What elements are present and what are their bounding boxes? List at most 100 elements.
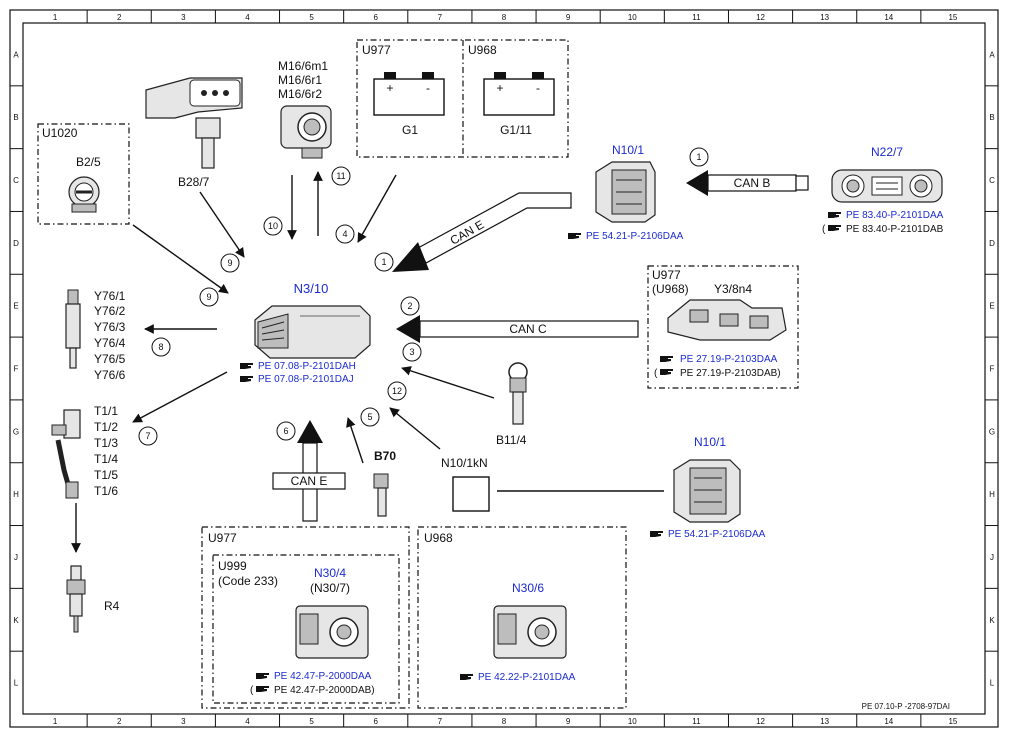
n22-7-ref-1: PE 83.40-P-2101DAA (846, 210, 944, 221)
b70-label: B70 (374, 449, 396, 463)
t1-4-label: T1/4 (94, 452, 118, 466)
arrow-b11-4-to-n3-10 (401, 366, 495, 399)
battery-group-box (356, 39, 569, 158)
n30-4-esp-unit-icon (295, 605, 369, 659)
hand-pointer-icon (660, 369, 673, 375)
grid-row-label: K (13, 616, 19, 625)
m16-6r2-label: M16/6r2 (278, 87, 322, 101)
hand-pointer-icon (568, 233, 581, 239)
can-c-arrowhead (396, 315, 420, 343)
hand-pointer-icon (256, 686, 269, 692)
y76-6-label: Y76/6 (94, 368, 126, 382)
grid-row-label: G (13, 427, 19, 436)
grid-row-label: G (989, 427, 995, 436)
hand-pointer-icon (828, 225, 841, 231)
b2-5-label: B2/5 (76, 155, 101, 169)
grid-row-label: F (14, 365, 19, 374)
grid-column-label: 8 (502, 13, 507, 22)
n10-1-top-ref: PE 54.21-P-2106DAA (586, 231, 684, 242)
grid-column-label: 15 (948, 717, 957, 726)
n22-7-label: N22/7 (871, 145, 903, 159)
y76-2-label: Y76/2 (94, 304, 126, 318)
y3-8n4-ref-1: PE 27.19-P-2103DAA (680, 354, 778, 365)
u968-bottom-box-label: U968 (424, 531, 453, 545)
hand-pointer-icon (650, 531, 663, 537)
hand-pointer-icon (828, 212, 841, 218)
y3-8n4-box-a-label: U977 (652, 268, 681, 282)
svg-text:12: 12 (392, 386, 402, 396)
y76-injector-icon (65, 289, 81, 369)
y3-8n4-label: Y3/8n4 (714, 282, 752, 296)
callout-9b: 9 (199, 287, 219, 307)
grid-row-label: A (13, 50, 19, 59)
grid-row-label: L (990, 679, 995, 688)
n30-4-ref-1: PE 42.47-P-2000DAA (274, 671, 372, 682)
can-buses: CAN B CAN E CAN C CAN E (272, 170, 809, 522)
m16-6-throttle-icon (280, 105, 332, 159)
svg-text:+: + (386, 81, 393, 95)
u999-code-label: (Code 233) (218, 574, 278, 588)
grid-row-label: H (13, 490, 19, 499)
arrow-b28-7-to-n3-10 (199, 191, 245, 258)
svg-text:1: 1 (381, 257, 386, 267)
u999-box-label: U999 (218, 559, 247, 573)
svg-text:9: 9 (206, 292, 211, 302)
arrow-b70-to-n3-10 (346, 417, 364, 464)
can-b-arrowhead (686, 170, 708, 196)
can-b-label: CAN B (734, 176, 771, 190)
y3-8n4-box-b-label: (U968) (652, 282, 689, 296)
u977-bottom-box-label: U977 (208, 531, 237, 545)
footer-code: PE 07.10-P -2708-97DAI (862, 702, 950, 711)
svg-text:(: ( (654, 368, 658, 379)
b11-4-sensor-icon (508, 362, 528, 425)
grid-column-labels: 1122334455667788991010111112121313141415… (53, 10, 958, 727)
svg-text:+: + (496, 81, 503, 95)
grid-column-label: 10 (628, 717, 637, 726)
grid-column-label: 9 (566, 717, 571, 726)
grid-column-label: 5 (309, 717, 314, 726)
t1-3-label: T1/3 (94, 436, 118, 450)
b28-7-sensor-icon (145, 77, 243, 169)
connections (71, 171, 664, 553)
n30-4-label: N30/4 (314, 566, 346, 580)
callout-3: 3 (402, 342, 422, 362)
callout-2: 2 (400, 296, 420, 316)
grid-column-label: 12 (756, 717, 765, 726)
grid-column-label: 5 (309, 13, 314, 22)
arrow-g1-to-n3-10 (357, 174, 397, 243)
b11-4-label: B11/4 (496, 433, 527, 447)
grid-row-label: H (989, 490, 995, 499)
callout-6: 6 (276, 421, 296, 441)
y76-1-label: Y76/1 (94, 289, 126, 303)
grid-column-label: 4 (245, 717, 250, 726)
grid-column-label: 8 (502, 717, 507, 726)
grid-column-label: 4 (245, 13, 250, 22)
b2-5-sensor-icon (68, 176, 100, 213)
callout-4: 4 (335, 224, 355, 244)
b28-7-label: B28/7 (178, 175, 210, 189)
callout-12: 12 (387, 381, 407, 401)
m16-6r1-label: M16/6r1 (278, 73, 322, 87)
g1-label: G1 (402, 123, 418, 137)
grid-column-label: 6 (374, 717, 379, 726)
y3-8n4-box (647, 265, 799, 389)
grid-row-label: E (989, 302, 994, 311)
grid-row-label: L (14, 679, 19, 688)
grid-column-label: 13 (820, 13, 829, 22)
u1020-box-label: U1020 (42, 126, 78, 140)
svg-text:9: 9 (227, 258, 232, 268)
u977-bottom-box (201, 526, 410, 709)
hand-pointer-icon (256, 673, 269, 679)
grid-row-label: E (13, 302, 18, 311)
n3-10-label: N3/10 (294, 281, 329, 296)
grid-row-label: J (14, 553, 18, 562)
grid-column-label: 11 (692, 717, 701, 726)
n10-1kn-label: N10/1kN (441, 456, 488, 470)
n3-10-control-unit-icon (254, 305, 371, 359)
m16-6m1-label: M16/6m1 (278, 59, 328, 73)
grid-column-label: 1 (53, 717, 58, 726)
grid-row-label: K (989, 616, 995, 625)
grid-row-label: D (13, 239, 19, 248)
grid-column-label: 10 (628, 13, 637, 22)
